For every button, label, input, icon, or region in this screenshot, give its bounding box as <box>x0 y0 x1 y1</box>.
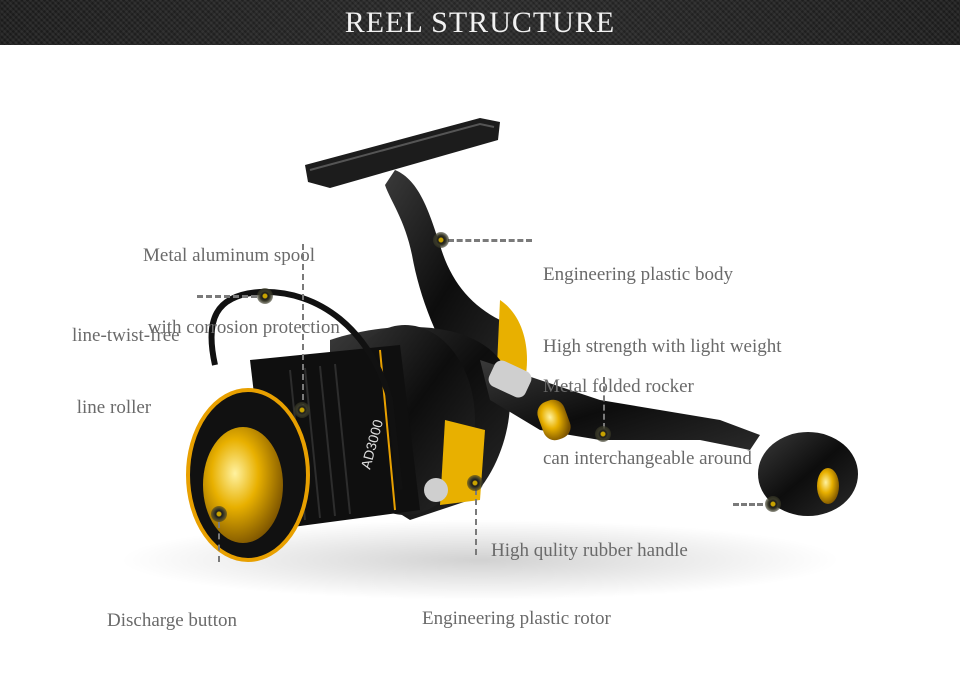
label-body-line2: High strength with light weight <box>543 336 782 357</box>
marker-rocker <box>595 426 611 442</box>
marker-handle <box>765 496 781 512</box>
label-body-line1: Engineering plastic body <box>543 264 733 285</box>
marker-rotor <box>467 475 483 491</box>
label-rotor: Engineering plastic rotor <box>422 559 611 679</box>
reel-diagram: AD3000 Metal aluminum spool with corrosi… <box>0 45 960 655</box>
label-rocker-line1: Metal folded rocker <box>543 376 694 397</box>
label-rocker-line2: can interchangeable around <box>543 448 752 469</box>
marker-discharge <box>211 506 227 522</box>
label-handle: High qulity rubber handle <box>491 491 688 611</box>
label-spool: Metal aluminum spool with corrosion prot… <box>143 196 340 388</box>
banner-title: REEL STRUCTURE <box>344 5 616 39</box>
leader-rocker <box>603 377 605 429</box>
label-body: Engineering plastic body High strength w… <box>543 215 782 407</box>
reel-illustration: AD3000 <box>120 118 858 600</box>
label-rocker: Metal folded rocker can interchangeable … <box>543 327 752 519</box>
leader-spool <box>302 244 304 410</box>
label-spool-line2: with corrosion protection <box>143 317 340 338</box>
leader-line-roller <box>197 295 257 298</box>
label-line-roller-line2: line roller <box>72 397 152 418</box>
label-rotor-line1: Engineering plastic rotor <box>422 608 611 629</box>
leader-handle <box>733 503 763 506</box>
marker-body <box>433 232 449 248</box>
header-banner: REEL STRUCTURE <box>0 0 960 45</box>
label-discharge-line1: Discharge button <box>107 610 237 631</box>
marker-spool <box>294 402 310 418</box>
marker-line-roller <box>257 288 273 304</box>
label-discharge: Discharge button <box>107 561 237 681</box>
label-handle-line1: High qulity rubber handle <box>491 540 688 561</box>
leader-body <box>448 239 532 242</box>
label-spool-line1: Metal aluminum spool <box>143 245 316 266</box>
label-line-roller-line1: line-twist-free <box>72 325 180 346</box>
leader-rotor <box>475 489 477 555</box>
label-line-roller: line-twist-free line roller <box>72 276 180 468</box>
leader-discharge <box>218 522 220 562</box>
